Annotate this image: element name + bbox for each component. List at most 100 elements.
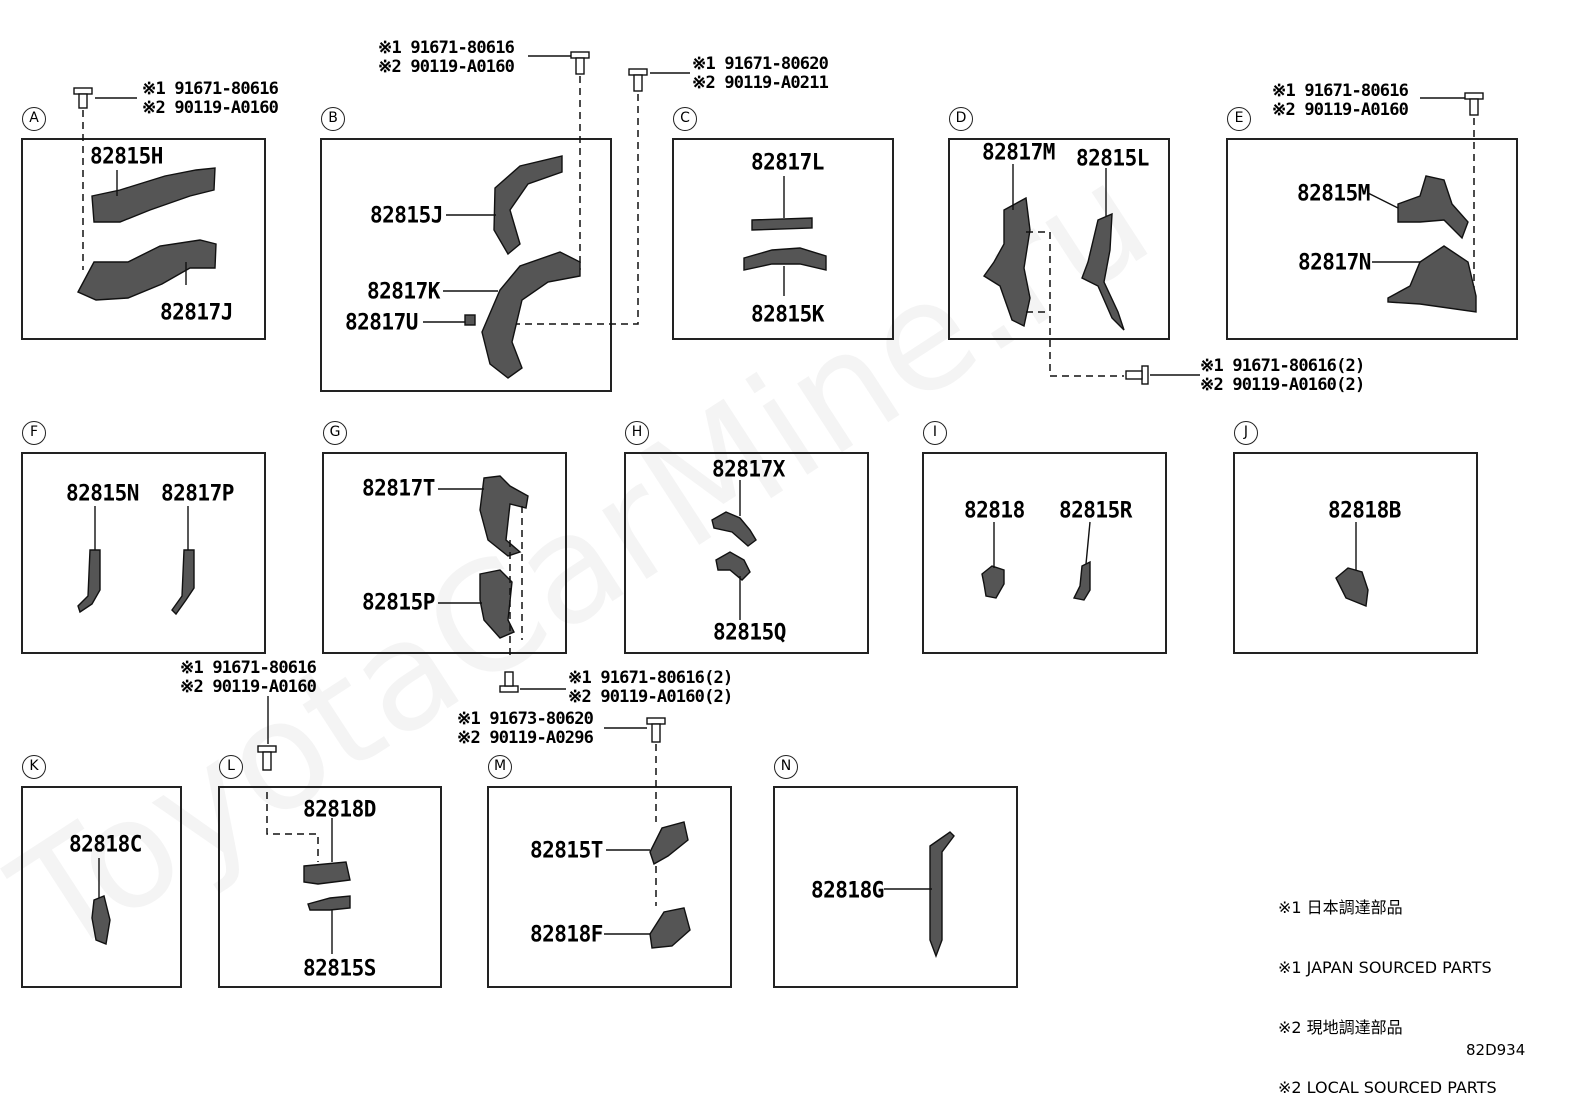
part-number-82818c: 82818C (69, 831, 142, 857)
bolt-note-line2: ※2 90119-A0160 (180, 677, 317, 697)
panel-f-box (21, 452, 266, 654)
bolt-note-d: ※1 91671-80616(2)※2 90119-A0160(2) (1200, 356, 1365, 395)
part-number-82815h: 82815H (90, 143, 163, 169)
bolt-note-line2: ※2 90119-A0296 (457, 728, 594, 748)
part-number-82815t: 82815T (530, 837, 603, 863)
part-82815s-shape (307, 895, 351, 911)
bolt-note-line1: ※1 91671-80620 (692, 54, 829, 74)
panel-h-box (624, 452, 869, 654)
part-number-82818b: 82818B (1328, 497, 1401, 523)
part-82815m-shape (1397, 175, 1469, 240)
panel-g-label: G (323, 421, 347, 445)
panel-c-box (672, 138, 894, 340)
part-number-82815n: 82815N (66, 480, 139, 506)
part-82817x-shape (711, 511, 757, 547)
part-number-82817n: 82817N (1298, 249, 1371, 275)
panel-b-box (320, 138, 612, 392)
bolt-note-line2: ※2 90119-A0160(2) (1200, 375, 1365, 395)
panel-j-label: J (1234, 421, 1258, 445)
part-82815j-shape (493, 155, 563, 256)
bolt-icon (570, 51, 590, 75)
part-number-82815p: 82815P (362, 589, 435, 615)
bolt-icon (646, 717, 666, 743)
bolt-note-line1: ※1 91671-80616(2) (1200, 356, 1365, 376)
diagram-code: 82D934 (1466, 1041, 1526, 1059)
panel-i-box (922, 452, 1167, 654)
part-number-82815l: 82815L (1076, 145, 1149, 171)
bolt-note-g: ※1 91671-80616(2)※2 90119-A0160(2) (568, 668, 733, 707)
part-82815n-shape (77, 549, 101, 614)
part-number-82815q: 82815Q (713, 619, 786, 645)
panel-f-label: F (22, 421, 46, 445)
bolt-note-line2: ※2 90119-A0160 (378, 57, 515, 77)
part-number-82817j: 82817J (160, 299, 233, 325)
panel-g-box (322, 452, 567, 654)
panel-d-box (948, 138, 1170, 340)
part-82817t-shape (479, 475, 529, 557)
bolt-note-line2: ※2 90119-A0160 (1272, 100, 1409, 120)
part-82817u-shape (464, 314, 476, 326)
part-82815l-shape (1081, 212, 1125, 331)
part-number-82818d: 82818D (303, 796, 376, 822)
legend-line-2: ※1 JAPAN SOURCED PARTS (1278, 958, 1492, 977)
panel-n-label: N (774, 755, 798, 779)
part-number-82815r: 82815R (1059, 497, 1132, 523)
bolt-note-line1: ※1 91671-80616 (142, 79, 279, 99)
bolt-icon (499, 671, 519, 693)
part-82817j-shape (77, 239, 217, 301)
bolt-note-e: ※1 91671-80616※2 90119-A0160 (1272, 81, 1409, 120)
sourcing-legend: ※1 日本調達部品 ※1 JAPAN SOURCED PARTS ※2 現地調達… (1278, 858, 1497, 1118)
part-number-82815k: 82815K (751, 301, 824, 327)
bolt-note-line1: ※1 91671-80616 (1272, 81, 1409, 101)
panel-k-box (21, 786, 182, 988)
panel-b-label: B (321, 107, 345, 131)
bolt-note-line2: ※2 90119-A0211 (692, 73, 829, 93)
part-number-82815m: 82815M (1297, 180, 1370, 206)
panel-c-label: C (673, 107, 697, 131)
bolt-icon (628, 68, 648, 92)
part-82817l-shape (751, 217, 813, 231)
part-number-82818f: 82818F (530, 921, 603, 947)
bolt-note-b2: ※1 91671-80620※2 90119-A0211 (692, 54, 829, 93)
bolt-icon (73, 87, 93, 109)
part-82818f-shape (649, 907, 691, 949)
part-number-82817m: 82817M (982, 139, 1055, 165)
part-82818b-shape (1335, 567, 1369, 607)
legend-line-3: ※2 現地調達部品 (1278, 1018, 1403, 1037)
panel-h-label: H (625, 421, 649, 445)
part-number-82817l: 82817L (751, 149, 824, 175)
part-82817p-shape (171, 549, 195, 616)
part-number-82815j: 82815J (370, 202, 443, 228)
part-number-82815s: 82815S (303, 955, 376, 981)
part-82818g-shape (929, 831, 955, 958)
panel-m-label: M (488, 755, 512, 779)
part-number-82818: 82818 (964, 497, 1025, 523)
part-82815k-shape (743, 247, 827, 271)
bolt-note-line1: ※1 91671-80616(2) (568, 668, 733, 688)
legend-line-1: ※1 日本調達部品 (1278, 898, 1403, 917)
panel-m-box (487, 786, 732, 988)
panel-l-box (218, 786, 442, 988)
part-82815q-shape (715, 551, 751, 581)
part-82817n-shape (1387, 245, 1477, 313)
legend-line-4: ※2 LOCAL SOURCED PARTS (1278, 1078, 1497, 1097)
part-82818-shape (981, 565, 1005, 599)
bolt-note-line1: ※1 91671-80616 (378, 38, 515, 58)
part-82815t-shape (649, 821, 689, 866)
panel-j-box (1233, 452, 1478, 654)
panel-i-label: I (923, 421, 947, 445)
bolt-note-l: ※1 91671-80616※2 90119-A0160 (180, 658, 317, 697)
part-82818c-shape (91, 895, 111, 945)
part-number-82817u: 82817U (345, 309, 418, 335)
bolt-note-line1: ※1 91673-80620 (457, 709, 594, 729)
part-number-82817x: 82817X (712, 456, 785, 482)
panel-k-label: K (22, 755, 46, 779)
bolt-note-a: ※1 91671-80616※2 90119-A0160 (142, 79, 279, 118)
bolt-note-line1: ※1 91671-80616 (180, 658, 317, 678)
part-82815p-shape (479, 569, 515, 639)
part-number-82817t: 82817T (362, 475, 435, 501)
bolt-icon (1464, 92, 1484, 116)
panel-e-label: E (1227, 107, 1251, 131)
part-82817k-shape (481, 251, 581, 379)
